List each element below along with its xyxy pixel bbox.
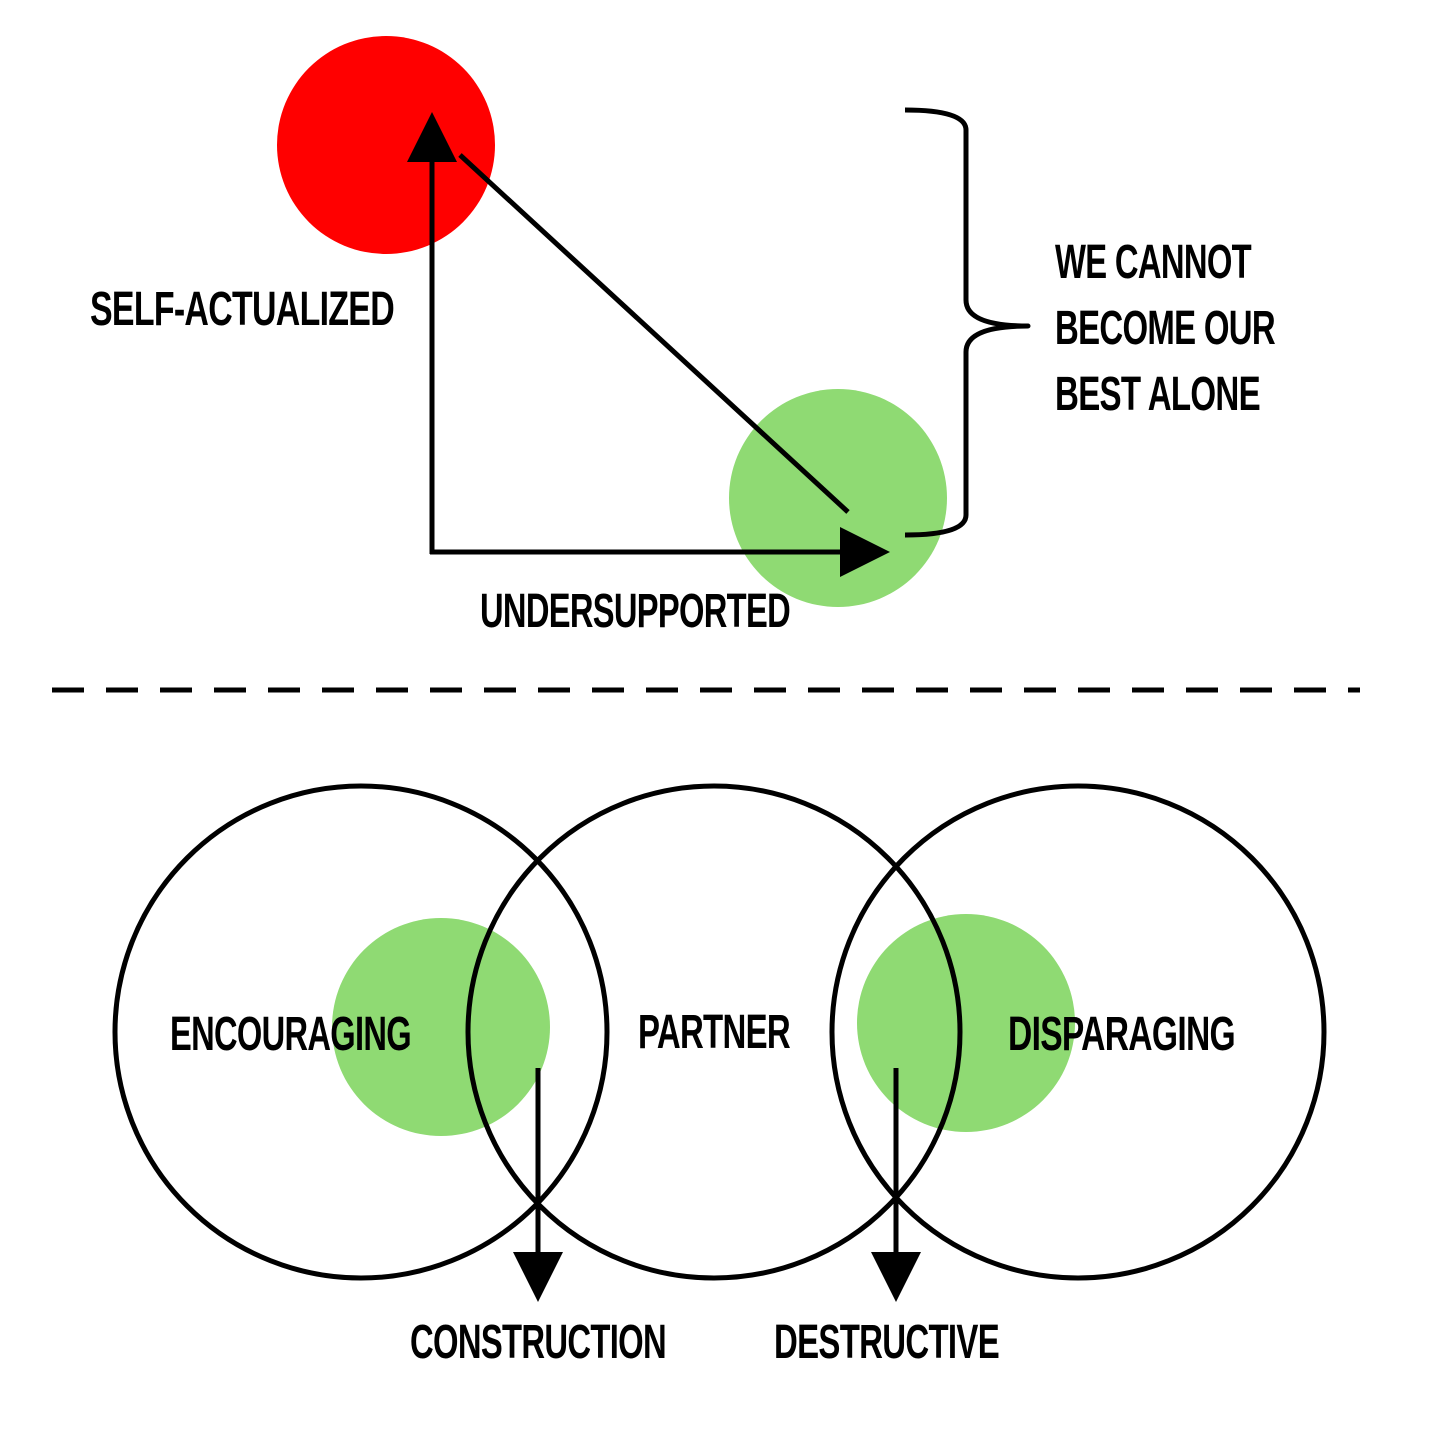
partner-label: PARTNER (638, 1006, 790, 1059)
bottom-diagram: ENCOURAGING PARTNER DISPARAGING CONSTRUC… (112, 783, 1327, 1369)
destructive-label: DESTRUCTIVE (774, 1316, 999, 1369)
brace-text-line-2: BECOME OUR (1055, 302, 1275, 355)
vertical-axis-label: SELF-ACTUALIZED (90, 283, 394, 336)
undersupported-circle (729, 389, 947, 607)
brace-text-line-3: BEST ALONE (1055, 368, 1260, 421)
disparaging-label: DISPARAGING (1008, 1008, 1235, 1061)
construction-highlight (332, 918, 550, 1136)
brace-text-line-1: WE CANNOT (1055, 236, 1251, 289)
disparaging-circle (829, 783, 1327, 1281)
encouraging-label: ENCOURAGING (170, 1008, 411, 1061)
horizontal-axis-label: UNDERSUPPORTED (480, 585, 790, 638)
encouraging-circle (112, 783, 610, 1281)
self-actualized-circle (277, 36, 495, 254)
construction-label: CONSTRUCTION (410, 1316, 666, 1369)
curly-brace (904, 107, 1031, 538)
decline-line (458, 153, 850, 514)
top-diagram: SELF-ACTUALIZED UNDERSUPPORTED WE CANNOT… (90, 36, 1276, 638)
destructive-highlight (857, 914, 1075, 1132)
partner-circle (465, 783, 963, 1281)
